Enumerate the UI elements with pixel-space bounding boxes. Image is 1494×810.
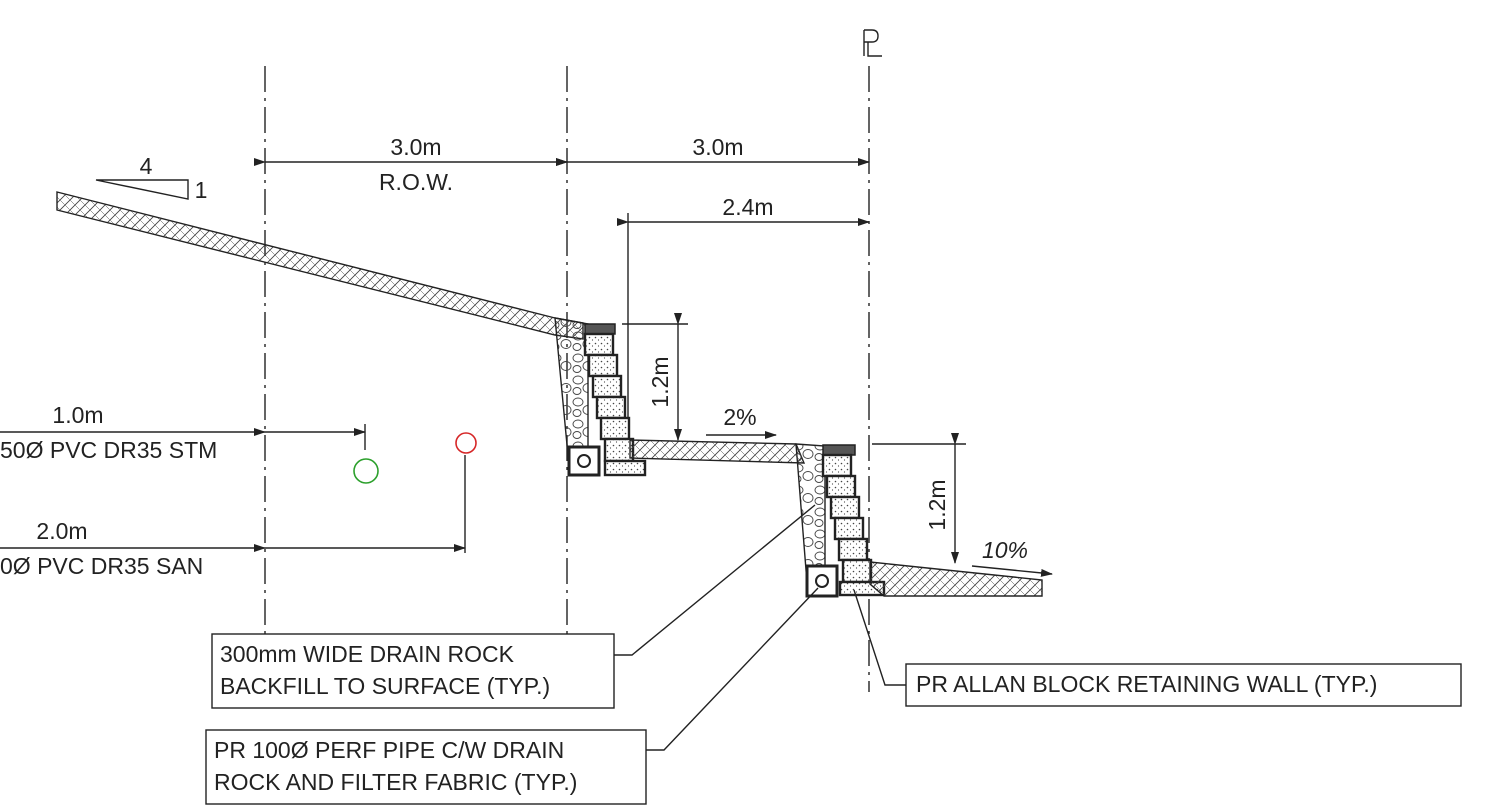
slope-run-label: 4 — [140, 153, 153, 179]
stm-offset-dimension — [0, 424, 366, 450]
upper-terrace-fill — [629, 439, 806, 464]
drain-rock-callout-line1: 300mm WIDE DRAIN ROCK — [220, 641, 515, 667]
row-width-label: 3.0m — [390, 134, 441, 160]
storm-pipe — [353, 458, 379, 484]
sanitary-pipe — [455, 432, 477, 454]
perf-pipe-callout-line1: PR 100Ø PERF PIPE C/W DRAIN — [214, 737, 564, 763]
lower-perf-pipe — [805, 564, 839, 598]
row-label: R.O.W. — [379, 169, 453, 195]
toe-grade-label: 10% — [982, 537, 1028, 563]
perf-pipe-callout-line2: ROCK AND FILTER FABRIC (TYP.) — [214, 769, 577, 795]
upper-wall-height-dimension — [622, 313, 688, 441]
lower-ground-fill — [869, 561, 1043, 597]
slope-rise-label: 1 — [195, 177, 208, 203]
upper-allan-block-wall — [583, 323, 647, 477]
terrace-grade-label: 2% — [723, 404, 756, 430]
lower-wall-height-label: 1.2m — [924, 479, 950, 530]
perf-pipe-leader — [646, 587, 819, 751]
upper-perf-pipe — [567, 445, 601, 477]
upper-drain-rock-wedge — [554, 317, 589, 467]
upper-terrace-dimension — [617, 213, 870, 440]
toe-grade-arrow — [971, 565, 1053, 577]
stm-offset-label: 1.0m — [52, 402, 103, 428]
property-line-symbol — [863, 29, 882, 57]
slope-indicator — [95, 179, 189, 200]
drain-rock-callout-box — [211, 633, 615, 709]
upper-terrace-width-label: 2.4m — [722, 194, 773, 220]
san-offset-dimension — [0, 455, 466, 553]
upper-wall-height-label: 1.2m — [647, 356, 673, 407]
retaining-wall-leader — [853, 589, 906, 686]
lower-allan-block-wall — [821, 444, 886, 597]
stm-pipe-label: 50Ø PVC DR35 STM — [0, 437, 217, 463]
perf-pipe-callout-box — [205, 729, 647, 805]
retaining-wall-callout-box — [905, 663, 1462, 707]
lower-wall-height-dimension — [872, 433, 966, 564]
drain-rock-callout-line2: BACKFILL TO SURFACE (TYP.) — [220, 673, 550, 699]
retaining-wall-callout-label: PR ALLAN BLOCK RETAINING WALL (TYP.) — [916, 671, 1377, 697]
sloped-ground-fill — [56, 191, 584, 340]
row-to-pl-label: 3.0m — [692, 134, 743, 160]
drain-rock-leader — [614, 504, 816, 656]
san-pipe-label: 0Ø PVC DR35 SAN — [0, 553, 203, 579]
san-offset-label: 2.0m — [36, 518, 87, 544]
